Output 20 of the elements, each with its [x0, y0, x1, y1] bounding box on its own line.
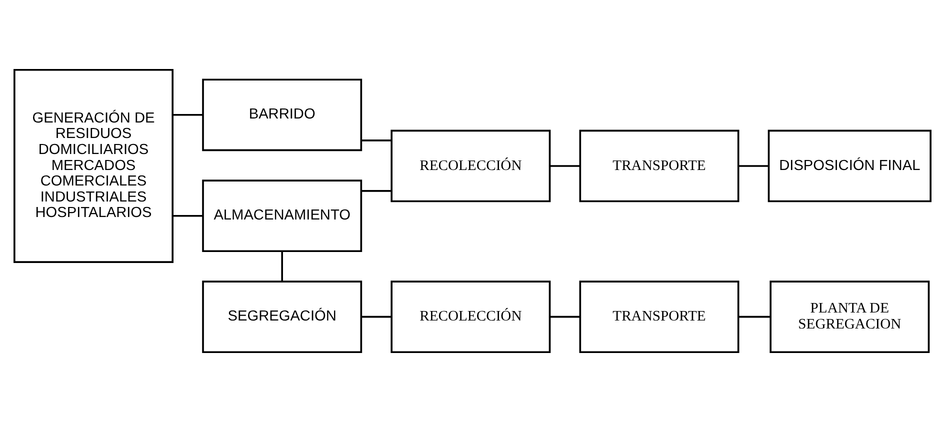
connector	[550, 315, 580, 318]
connector	[738, 164, 769, 166]
node-box: RECOLECCIÓN	[390, 280, 551, 353]
connector	[172, 214, 203, 216]
node-box: TRANSPORTE	[579, 129, 740, 202]
connector	[550, 164, 580, 166]
node-box: TRANSPORTE	[579, 280, 740, 353]
connector	[172, 113, 203, 116]
connector	[362, 190, 392, 192]
node-box: BARRIDO	[202, 78, 362, 151]
connector	[738, 315, 770, 318]
node-box: ALMACENAMIENTO	[202, 179, 362, 252]
node-box: SEGREGACIÓN	[202, 280, 362, 353]
node-box: PLANTA DE SEGREGACION	[770, 280, 930, 353]
node-box: DISPOSICIÓN FINAL	[768, 129, 932, 202]
node-box: RECOLECCIÓN	[390, 129, 551, 202]
connector	[362, 139, 392, 141]
connector	[362, 315, 392, 318]
connector	[281, 250, 283, 281]
node-box: GENERACIÓN DE RESIDUOS DOMICILIARIOS MERCADOS COMERCIALES INDUSTRIALES HOSPITALARIOS	[14, 68, 174, 263]
